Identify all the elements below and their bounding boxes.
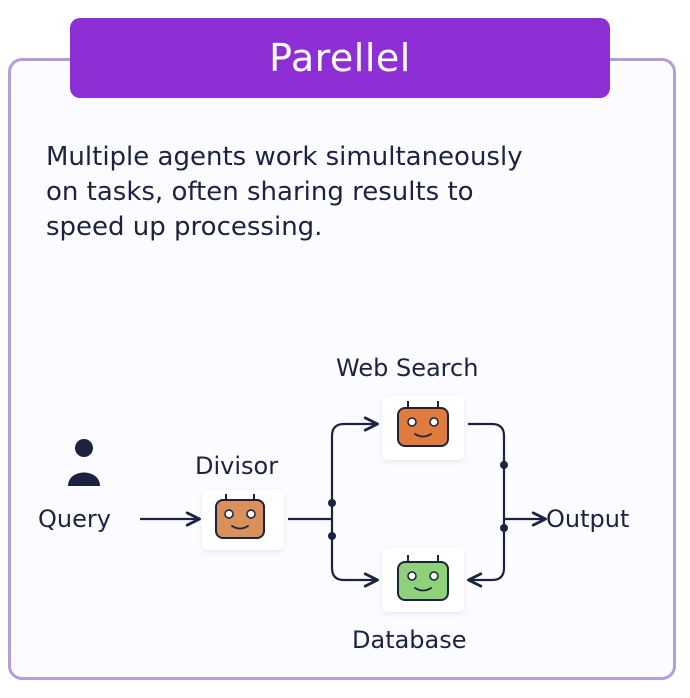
split-dot xyxy=(328,532,336,540)
description-line: Multiple agents work simultaneously xyxy=(46,142,523,172)
description: Multiple agents work simultaneously on t… xyxy=(46,140,646,245)
output-label: Output xyxy=(546,505,630,533)
split-dot xyxy=(328,499,336,507)
page-title: Parellel xyxy=(269,36,411,80)
web-search-label: Web Search xyxy=(336,354,479,382)
divisor-label: Divisor xyxy=(195,452,279,480)
database-label: Database xyxy=(352,626,467,654)
query-label: Query xyxy=(38,505,111,533)
split-to-web-search-arrow xyxy=(330,416,379,519)
split-to-database-arrow xyxy=(330,519,379,588)
diagram-card xyxy=(8,58,676,680)
title-banner: Parellel xyxy=(70,18,610,98)
merge-dot xyxy=(500,524,508,532)
database-robot-icon xyxy=(397,555,449,601)
description-line: speed up processing. xyxy=(46,212,323,242)
description-line: on tasks, often sharing results to xyxy=(46,177,474,207)
merge-dot xyxy=(500,461,508,469)
web-search-to-merge-line xyxy=(468,422,506,519)
divisor-robot-icon xyxy=(215,494,265,539)
user-icon xyxy=(68,439,100,486)
merge-to-database-arrow xyxy=(467,519,506,588)
web-search-robot-icon xyxy=(397,401,449,447)
